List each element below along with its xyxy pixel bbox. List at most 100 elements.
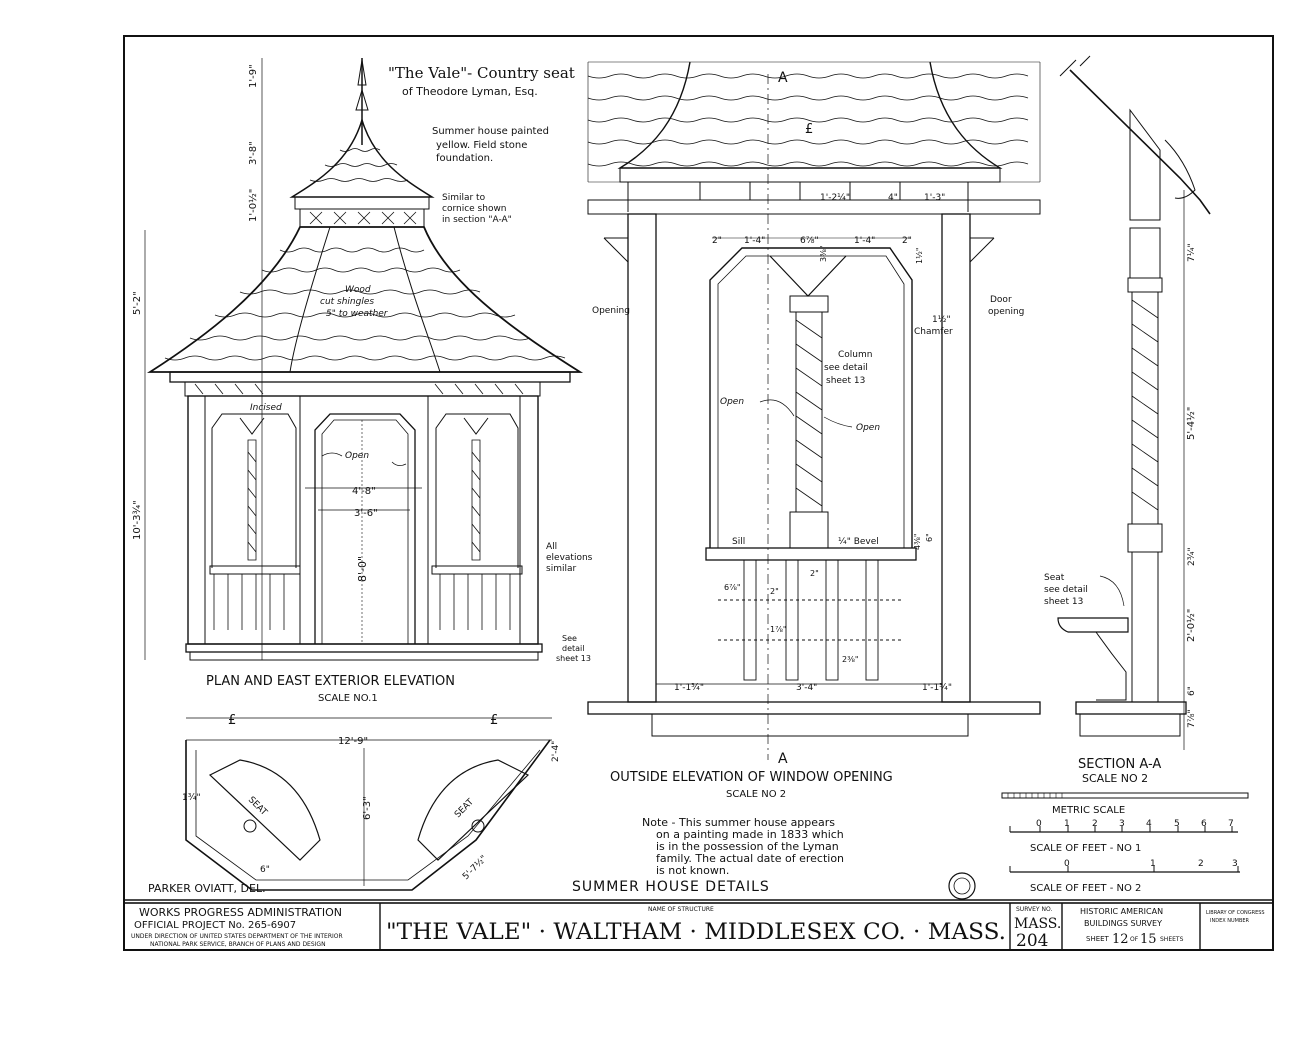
see-detail-1: See	[562, 634, 577, 643]
window-left-sill	[209, 565, 301, 575]
balusters	[718, 559, 904, 681]
window-left-arch	[239, 417, 265, 435]
habs-line-2: BUILDINGS SURVEY	[1084, 919, 1162, 928]
section-dim-6: 7⅞"	[1187, 709, 1197, 728]
seat-small-dim: 6"	[260, 865, 270, 875]
feet-tick-1: 1	[1150, 859, 1156, 869]
window-elevation-title: OUTSIDE ELEVATION OF WINDOW OPENING	[610, 770, 893, 785]
cornice-band	[619, 167, 1001, 183]
metric-ruler-ticks	[1009, 826, 1233, 832]
window-right-frame	[435, 413, 519, 568]
dim-small-5: 6⅞"	[724, 583, 741, 592]
post-right	[941, 213, 971, 703]
dim-small-2: 1½"	[915, 247, 924, 264]
seat-left-column	[243, 819, 257, 833]
structure-name: "THE VALE" · WALTHAM · MIDDLESEX CO. · M…	[386, 920, 1006, 945]
similar-note-2: cornice shown	[442, 204, 507, 214]
incised-label: Incised	[250, 403, 282, 413]
sheet-label: SHEET	[1086, 935, 1110, 943]
note-line-5: is not known.	[656, 864, 729, 877]
section-mark-top: A	[778, 70, 788, 86]
dim-mid-3: 6⅞"	[800, 236, 819, 246]
survey-state: MASS.	[1014, 916, 1061, 932]
post-base	[1127, 523, 1163, 553]
seat-left-label: SEAT	[246, 795, 269, 818]
dim-mid-5: 2"	[902, 236, 912, 246]
wpa-line-3: UNDER DIRECTION OF UNITED STATES DEPARTM…	[131, 933, 343, 940]
chamfer-label: Chamfer	[914, 327, 953, 337]
spire-shingles	[309, 148, 409, 182]
dim-small-7: 2"	[810, 569, 819, 578]
frieze	[184, 381, 541, 397]
plan-cl-right: £	[490, 713, 498, 728]
dim-wall: 10'-3¾"	[132, 500, 143, 540]
lantern-band	[294, 196, 430, 210]
section-dim-1: 7¼"	[1187, 243, 1197, 262]
plan-width: 12'-9"	[338, 736, 368, 747]
wall	[187, 395, 539, 645]
metric-scale-fine-ticks	[1007, 793, 1063, 798]
survey-number: 204	[1016, 931, 1048, 951]
open-leader-left	[759, 399, 795, 417]
section-seat-3: sheet 13	[1044, 597, 1083, 607]
section-dim-5: 6"	[1187, 686, 1197, 696]
see-detail-2: detail	[562, 644, 584, 653]
dim-mid-1: 2"	[712, 236, 722, 246]
metric-tick-7: 7	[1228, 819, 1234, 829]
note-line-1: Note - This summer house appears	[642, 816, 835, 829]
window-right-column	[471, 439, 481, 561]
door-opening-1: Door	[990, 295, 1012, 305]
paint-note-3: foundation.	[436, 153, 493, 164]
paint-note-2: yellow. Field stone	[436, 140, 527, 151]
title-block: WORKS PROGRESS ADMINISTRATION OFFICIAL P…	[123, 902, 1274, 951]
paint-note-1: Summer house painted	[432, 126, 549, 137]
window-elevation: A A £ 1'-2¼" 4" 1'-3" 2" 1'-4" 6⅞" 1'-4"…	[587, 61, 1041, 800]
base-plinth	[185, 643, 543, 653]
dim-mid-4: 1'-4"	[854, 236, 875, 246]
foundation-block	[651, 713, 969, 737]
sheet-total: 15	[1140, 932, 1157, 947]
section-seat-2: see detail	[1044, 585, 1088, 595]
window-left-balusters	[213, 574, 285, 630]
sheet-number: 12	[1112, 932, 1129, 947]
window-frame	[709, 247, 913, 548]
feet-tick-3: 3	[1232, 859, 1238, 869]
feet-scale-2-title: SCALE OF FEET - NO 2	[1030, 883, 1141, 894]
library-line-1: LIBRARY OF CONGRESS	[1206, 910, 1265, 916]
section-mark-bottom: A	[778, 751, 788, 767]
similar-note-1: Similar to	[442, 193, 486, 203]
open-leader	[321, 452, 407, 466]
similar-note-3: in section "A-A"	[442, 215, 512, 225]
library-line-2: INDEX NUMBER	[1210, 918, 1250, 924]
wpa-line-4: NATIONAL PARK SERVICE, BRANCH OF PLANS A…	[150, 941, 326, 948]
section-dim-2: 5'-4½"	[1185, 407, 1197, 440]
brackets	[627, 182, 969, 212]
bevel-label: ¼" Bevel	[838, 537, 879, 547]
metric-tick-4: 4	[1146, 819, 1152, 829]
metric-tick-3: 3	[1119, 819, 1125, 829]
plan-side: 2'-4"	[551, 741, 561, 762]
post-brackets	[603, 237, 995, 263]
section-floor	[1075, 701, 1187, 715]
section-dim-3: 2¾"	[1187, 547, 1197, 566]
post-capital	[1127, 277, 1163, 293]
dim-spire: 3'-8"	[248, 141, 259, 165]
feet-tick-2: 2	[1198, 859, 1204, 869]
dim-finial: 1'-9"	[248, 64, 259, 88]
foundation	[189, 651, 539, 661]
roof-slope	[1069, 69, 1211, 215]
dim-top-1: 1'-2¼"	[820, 193, 850, 203]
window-left-column	[247, 439, 257, 561]
roof-break	[1059, 55, 1091, 77]
cornice-moulding	[1164, 139, 1196, 199]
all-elev-note-3: similar	[546, 564, 576, 574]
dim-mid-2: 1'-4"	[744, 236, 765, 246]
dim-bottom-1: 1'-1¾"	[674, 683, 704, 693]
dim-top-2: 4"	[888, 193, 898, 203]
window-frame-inner	[717, 255, 905, 548]
post-left	[627, 213, 657, 703]
all-elev-note-1: All	[546, 542, 557, 552]
metric-tick-0: 0	[1036, 819, 1042, 829]
scale-bars: METRIC SCALE 0 1 2 3 4 5 6 7 SCALE OF FE…	[1001, 792, 1249, 894]
